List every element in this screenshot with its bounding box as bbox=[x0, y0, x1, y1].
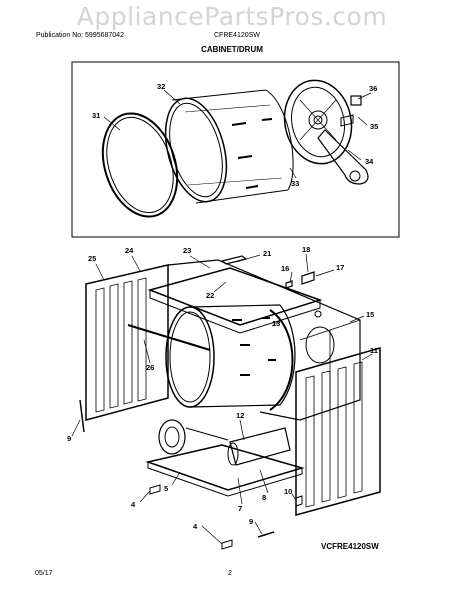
callout-11: 11 bbox=[370, 346, 378, 355]
callout-17: 17 bbox=[336, 263, 344, 272]
callout-25: 25 bbox=[88, 254, 96, 263]
base-plate bbox=[145, 444, 305, 497]
section-title: CABINET/DRUM bbox=[201, 45, 263, 54]
callout-13: 13 bbox=[272, 319, 280, 328]
callout-7: 7 bbox=[238, 504, 242, 513]
top-panel-frame bbox=[71, 61, 400, 238]
publication-number: Publication No: 5995687042 bbox=[36, 32, 124, 39]
page-number: 2 bbox=[228, 570, 232, 577]
diagram-model-label: VCFRE4120SW bbox=[321, 542, 379, 551]
callout-10: 10 bbox=[284, 487, 292, 496]
callout-4-upper: 4 bbox=[131, 500, 136, 509]
callout-34: 34 bbox=[365, 157, 374, 166]
top-leader-lines bbox=[103, 89, 372, 179]
rear-panel bbox=[295, 347, 381, 516]
callout-12: 12 bbox=[236, 411, 244, 420]
callout-36: 36 bbox=[369, 84, 377, 93]
callout-5: 5 bbox=[164, 484, 168, 493]
callout-18: 18 bbox=[302, 245, 310, 254]
callout-33: 33 bbox=[291, 179, 299, 188]
callout-23: 23 bbox=[183, 246, 191, 255]
callout-24: 24 bbox=[125, 246, 134, 255]
callout-21: 21 bbox=[263, 249, 271, 258]
top-panel bbox=[147, 267, 323, 334]
callout-22: 22 bbox=[206, 291, 214, 300]
callout-9-lower: 9 bbox=[249, 517, 253, 526]
callout-4-lower: 4 bbox=[193, 522, 198, 531]
callout-8: 8 bbox=[262, 493, 266, 502]
callout-35: 35 bbox=[370, 122, 378, 131]
drum-rear-bulkhead bbox=[283, 79, 353, 165]
callout-9-left: 9 bbox=[67, 434, 71, 443]
callout-16: 16 bbox=[281, 264, 289, 273]
bottom-leader-lines bbox=[71, 253, 373, 545]
footer-date: 05/17 bbox=[35, 570, 53, 577]
callout-32: 32 bbox=[157, 82, 165, 91]
callout-31: 31 bbox=[92, 111, 100, 120]
watermark: AppliancePartsPros.com bbox=[76, 2, 388, 31]
drum bbox=[164, 89, 294, 204]
drum-belt bbox=[269, 309, 294, 411]
cabinet-drum bbox=[165, 304, 296, 408]
cabinet-body bbox=[167, 259, 361, 421]
callout-15: 15 bbox=[366, 310, 374, 319]
model-number: CFRE4120SW bbox=[214, 32, 260, 39]
front-seal-ring bbox=[101, 112, 179, 218]
callout-26: 26 bbox=[146, 363, 154, 372]
front-panel bbox=[85, 264, 169, 421]
rear-support-bracket bbox=[317, 129, 369, 185]
drum-shaft-bolt bbox=[340, 95, 362, 127]
motor-assembly bbox=[158, 419, 291, 466]
